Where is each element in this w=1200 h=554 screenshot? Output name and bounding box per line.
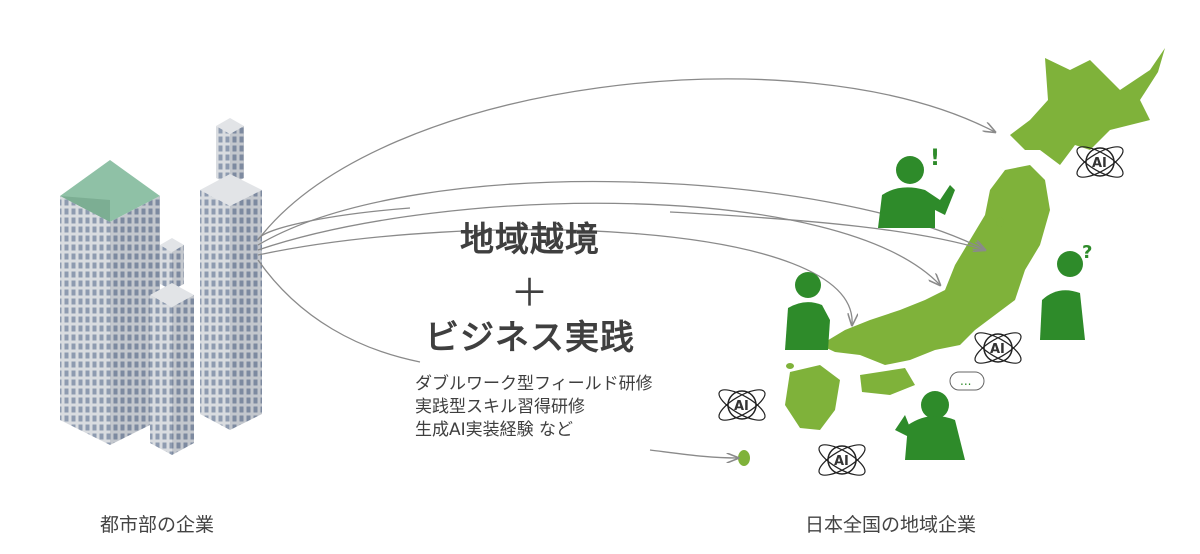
city-buildings-illustration [60, 118, 262, 455]
island-3 [786, 363, 794, 369]
person-thinking-man: ! [878, 146, 955, 228]
program-item: 実践型スキル習得研修 [415, 397, 585, 417]
arrow-left-curve [257, 207, 411, 241]
ai-label: AI [734, 399, 749, 414]
shikoku [860, 368, 915, 395]
honshu [820, 165, 1050, 365]
ai-badge-kanto: AI [974, 332, 1022, 364]
question-mark: ? [1082, 242, 1092, 263]
arrow-from-title [669, 211, 985, 250]
ai-badge-hokkaido: AI [1076, 146, 1124, 178]
kyushu [785, 365, 840, 430]
center-title-line1: 地域越境 [460, 220, 600, 260]
teal-roof-tower [60, 160, 160, 445]
arrow-to-programs [257, 259, 421, 363]
island-1 [738, 450, 750, 466]
program-item: 生成AI実装経験 など [415, 420, 574, 440]
hokkaido [1010, 48, 1165, 165]
ai-label: AI [990, 342, 1005, 357]
arrow-to-kinki [257, 229, 852, 325]
ai-badge-kyushu: AI [718, 389, 766, 421]
arrow-to-okinawa [649, 449, 738, 458]
island-2 [996, 217, 1004, 227]
speech-dots: ... [960, 374, 971, 388]
ai-label: AI [1092, 156, 1107, 171]
ai-label: AI [834, 454, 849, 469]
person-questioning: ? [1040, 242, 1092, 340]
short-tower [150, 238, 194, 455]
person-woman-phone [785, 272, 830, 350]
japan-map [738, 48, 1165, 466]
center-title-line2: ビジネス実践 [425, 318, 635, 358]
speech-bubble: ... [949, 371, 985, 391]
person-speaking [895, 391, 965, 460]
program-item: ダブルワーク型フィールド研修 [415, 374, 653, 394]
people-silhouettes: ! ? [785, 146, 1092, 460]
exclaim-mark: ! [930, 146, 940, 171]
caption-regional-companies: 日本全国の地域企業 [805, 514, 977, 536]
caption-urban-companies: 都市部の企業 [100, 514, 215, 536]
arrow-to-kanto [257, 202, 940, 285]
tall-tower [200, 118, 262, 430]
ai-badge-south: AI [818, 444, 866, 476]
plus-sign: ＋ [510, 271, 550, 315]
arrow-to-hokkaido [257, 78, 995, 241]
